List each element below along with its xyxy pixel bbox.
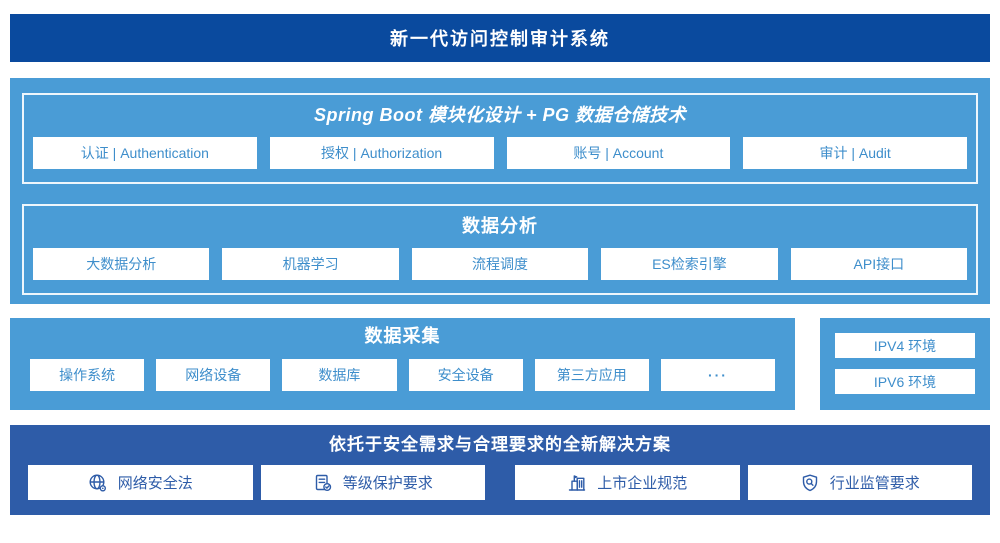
platform-section: Spring Boot 模块化设计 + PG 数据仓储技术 认证 | Authe… (10, 78, 990, 304)
analysis-block-title: 数据分析 (462, 216, 538, 236)
solution-box-cybersecurity-law: 网络安全法 (28, 465, 253, 500)
building-icon (567, 473, 587, 493)
solution-box-label: 等级保护要求 (342, 475, 433, 492)
modules-block-title: Spring Boot 模块化设计 + PG 数据仓储技术 (313, 105, 686, 125)
solution-box-label: 上市企业规范 (597, 475, 688, 492)
collection-row: 数据采集 操作系统 网络设备 数据库 安全设备 第三方应用 ··· IPV4 环… (10, 318, 990, 410)
module-box-audit: 审计 | Audit (743, 137, 967, 169)
analysis-box-bigdata: 大数据分析 (33, 248, 210, 280)
solution-box-label: 网络安全法 (117, 475, 193, 492)
analysis-block: 数据分析 大数据分析 机器学习 流程调度 ES检索引擎 API接口 (22, 204, 978, 295)
env-box-ipv4: IPV4 环境 (835, 333, 975, 358)
collection-box-os: 操作系统 (30, 359, 145, 391)
solution-box-listed-company: 上市企业规范 (515, 465, 740, 500)
solution-box-industry-regulation: 行业监管要求 (747, 465, 972, 500)
module-box-account: 账号 | Account (506, 137, 731, 169)
analysis-box-scheduling: 流程调度 (411, 248, 589, 280)
shield-magnifier-icon (800, 473, 820, 493)
solution-row: 网络安全法 等级保护要求 (28, 465, 972, 500)
solution-section: 依托于安全需求与合理要求的全新解决方案 网络安全法 (10, 425, 990, 515)
banner-title: 新一代访问控制审计系统 (390, 29, 610, 49)
modules-block: Spring Boot 模块化设计 + PG 数据仓储技术 认证 | Authe… (22, 93, 978, 184)
collection-boxes-row: 操作系统 网络设备 数据库 安全设备 第三方应用 ··· (24, 359, 781, 391)
solution-box-protection-grade: 等级保护要求 (260, 465, 485, 500)
collection-box-thirdparty: 第三方应用 (534, 359, 649, 391)
collection-box-more: ··· (660, 359, 776, 391)
collection-box-security-device: 安全设备 (408, 359, 523, 391)
analysis-box-api: API接口 (790, 248, 968, 280)
solution-title: 依托于安全需求与合理要求的全新解决方案 (329, 435, 671, 454)
collection-box-network-device: 网络设备 (156, 359, 271, 391)
env-panel: IPV4 环境 IPV6 环境 (820, 318, 990, 410)
module-box-authorization: 授权 | Authorization (269, 137, 494, 169)
modules-row: 认证 | Authentication 授权 | Authorization 账… (33, 137, 967, 169)
collection-title: 数据采集 (364, 326, 441, 346)
analysis-box-es: ES检索引擎 (601, 248, 778, 280)
analysis-box-ml: 机器学习 (222, 248, 399, 280)
banner: 新一代访问控制审计系统 (10, 14, 990, 62)
globe-network-icon (88, 473, 108, 493)
env-box-ipv6: IPV6 环境 (835, 369, 975, 394)
solution-box-label: 行业监管要求 (829, 475, 920, 492)
analysis-row: 大数据分析 机器学习 流程调度 ES检索引擎 API接口 (33, 248, 968, 280)
collection-section: 数据采集 操作系统 网络设备 数据库 安全设备 第三方应用 ··· (10, 318, 795, 410)
document-check-icon (313, 473, 333, 493)
collection-box-database: 数据库 (282, 359, 397, 391)
module-box-authentication: 认证 | Authentication (33, 137, 257, 169)
